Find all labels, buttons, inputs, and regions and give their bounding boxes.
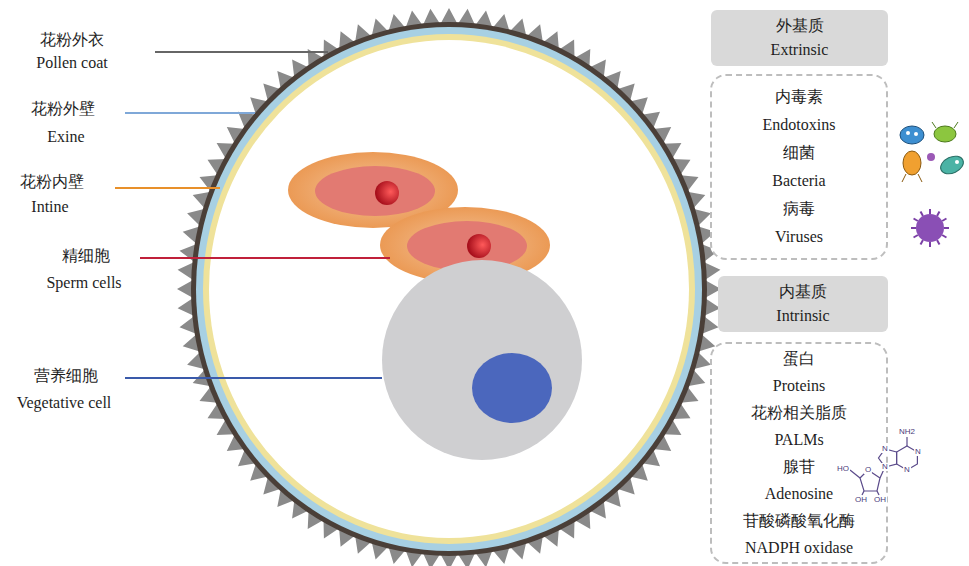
vegetative-cell xyxy=(382,260,582,460)
atom-label: N xyxy=(881,463,889,471)
category-header: 内基质Intrinsic xyxy=(718,276,888,332)
atom-label: O xyxy=(864,466,872,474)
part-label: 精细胞 xyxy=(62,246,110,266)
item-list-box: 内毒素Endotoxins细菌Bacteria病毒Viruses xyxy=(710,74,888,260)
leader-line xyxy=(115,187,220,189)
node-text: Bacteria xyxy=(772,167,825,195)
node-text: 腺苷 xyxy=(783,453,815,480)
node-text: 内毒素 xyxy=(775,83,823,111)
atom-label: NH2 xyxy=(898,428,916,436)
node-text: Intrinsic xyxy=(776,304,829,328)
part-label: 花粉内壁 xyxy=(20,172,84,192)
part-label: Sperm cells xyxy=(46,273,121,293)
category-header: 外基质Extrinsic xyxy=(711,10,888,66)
leader-line xyxy=(140,257,390,259)
part-label: Vegetative cell xyxy=(17,393,112,413)
sperm-nucleus xyxy=(375,181,399,205)
node-text: Extrinsic xyxy=(771,38,829,62)
sperm-cytoplasm xyxy=(315,166,435,216)
adenosine-structure xyxy=(850,437,917,495)
atom-label: OH xyxy=(854,496,868,504)
node-text: 花粉相关脂质 xyxy=(751,399,847,426)
part-label: 营养细胞 xyxy=(34,366,98,386)
exine-ring xyxy=(196,27,702,551)
part-label: 花粉外壁 xyxy=(31,99,95,119)
vegetative-nucleus xyxy=(472,353,552,423)
leader-line xyxy=(125,112,255,114)
spike-ring xyxy=(177,8,721,566)
leader-line xyxy=(155,51,328,53)
node-text: 蛋白 xyxy=(783,345,815,372)
bacteria-icon xyxy=(900,122,966,182)
node-text: 细菌 xyxy=(783,139,815,167)
intine-ring xyxy=(203,34,695,544)
node-text: Proteins xyxy=(773,372,825,399)
pollen-coat-ring xyxy=(191,22,707,556)
part-label: 花粉外衣 xyxy=(40,30,104,50)
atom-label: N xyxy=(914,448,922,456)
atom-label: N xyxy=(903,466,911,474)
part-label: Exine xyxy=(47,127,84,147)
atom-label: N xyxy=(881,445,889,453)
node-text: Adenosine xyxy=(765,480,833,507)
virus-icon xyxy=(911,209,949,247)
atom-label: HO xyxy=(836,465,850,473)
part-label: Intine xyxy=(31,197,68,217)
node-text: 苷酸磷酸氧化酶 xyxy=(743,507,855,534)
node-text: 外基质 xyxy=(776,14,824,38)
part-label: Pollen coat xyxy=(36,53,108,73)
node-text: 病毒 xyxy=(783,195,815,223)
leader-line xyxy=(125,377,382,379)
node-text: NADPH oxidase xyxy=(745,534,853,561)
node-text: Endotoxins xyxy=(763,111,836,139)
node-text: 内基质 xyxy=(779,280,827,304)
node-text: Viruses xyxy=(775,223,823,251)
node-text: PALMs xyxy=(774,426,823,453)
item-list-box: 蛋白Proteins花粉相关脂质PALMs腺苷Adenosine苷酸磷酸氧化酶N… xyxy=(710,342,888,564)
pollen-interior xyxy=(209,40,689,538)
atom-label: OH xyxy=(873,496,887,504)
pollen-spikes xyxy=(177,8,721,566)
sperm-nucleus xyxy=(467,234,491,258)
